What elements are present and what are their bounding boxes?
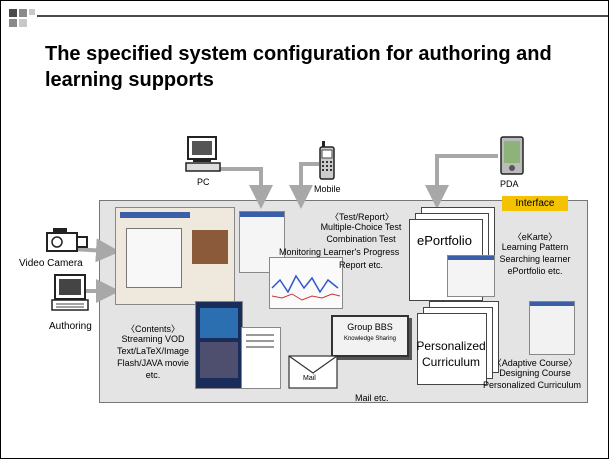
pc-label: PC xyxy=(197,177,210,187)
test-report-item-2: Combination Test xyxy=(326,234,396,244)
ekarte-item-3: ePortfolio etc. xyxy=(507,266,563,276)
pc-icon xyxy=(185,136,221,172)
corner-square-faint2 xyxy=(29,9,35,15)
curriculum-label-2: Curriculum xyxy=(421,355,480,369)
mail-etc-label: Mail etc. xyxy=(355,393,389,403)
video-camera-label: Video Camera xyxy=(19,258,83,269)
eportfolio-screenshot xyxy=(447,255,495,297)
ekarte-item-1: Learning Pattern xyxy=(501,242,569,252)
corner-square-dark xyxy=(9,9,17,17)
video-camera-icon xyxy=(46,228,88,252)
progress-chart-screenshot xyxy=(269,257,343,309)
mail-envelope-icon xyxy=(288,355,338,389)
contents-screenshot xyxy=(115,207,235,305)
test-report-item-3: Monitoring Learner's Progress xyxy=(279,247,400,257)
contents-item-3: Flash/JAVA movie xyxy=(117,358,189,368)
corner-square-mid xyxy=(19,9,27,17)
adaptive-course-heading: 〈Adaptive Course〉 xyxy=(492,358,578,368)
interface-badge: Interface xyxy=(502,196,568,211)
adaptive-course-item-2: Personalized Curriculum xyxy=(482,380,582,390)
adaptive-course-item-1: Designing Course xyxy=(499,368,571,378)
contents-item-1: Streaming VOD xyxy=(121,334,185,344)
corner-square-light xyxy=(9,19,17,27)
group-bbs-subtitle: Knowledge Sharing xyxy=(343,336,397,342)
curriculum-label-1: Personalized xyxy=(416,339,486,353)
pda-arrow xyxy=(425,154,498,209)
mail-label: Mail xyxy=(303,375,316,382)
slide-title: The specified system configuration for a… xyxy=(45,43,552,91)
contents-item-4: etc. xyxy=(145,370,161,380)
mobile-icon xyxy=(319,141,335,180)
streaming-screenshot xyxy=(195,301,243,389)
pc-arrow xyxy=(219,167,273,209)
group-bbs-title: Group BBS xyxy=(347,322,393,332)
contents-heading: 〈Contents〉 xyxy=(125,324,181,334)
adaptive-course-screenshot xyxy=(529,301,575,355)
group-bbs-box: Group BBS Knowledge Sharing xyxy=(331,315,409,357)
pda-label: PDA xyxy=(500,179,519,189)
mobile-arrow xyxy=(289,162,319,209)
authoring-label: Authoring xyxy=(49,321,92,332)
contents-item-2: Text/LaTeX/Image xyxy=(116,346,190,356)
title-rule xyxy=(37,15,608,17)
corner-square-faint xyxy=(19,19,27,27)
ekarte-item-2: Searching learner xyxy=(499,254,571,264)
text-screenshot xyxy=(241,327,281,389)
curriculum-doc-front xyxy=(417,313,487,385)
test-report-heading: 〈Test/Report〉 xyxy=(329,212,395,222)
test-report-item-1: Multiple-Choice Test xyxy=(320,222,402,232)
eportfolio-label: ePortfolio xyxy=(417,233,472,248)
authoring-laptop-icon xyxy=(51,274,89,311)
mobile-label: Mobile xyxy=(314,184,341,194)
test-report-item-4: Report etc. xyxy=(338,260,384,270)
ekarte-heading: 〈eKarte〉 xyxy=(512,232,558,242)
pda-icon xyxy=(500,136,524,175)
